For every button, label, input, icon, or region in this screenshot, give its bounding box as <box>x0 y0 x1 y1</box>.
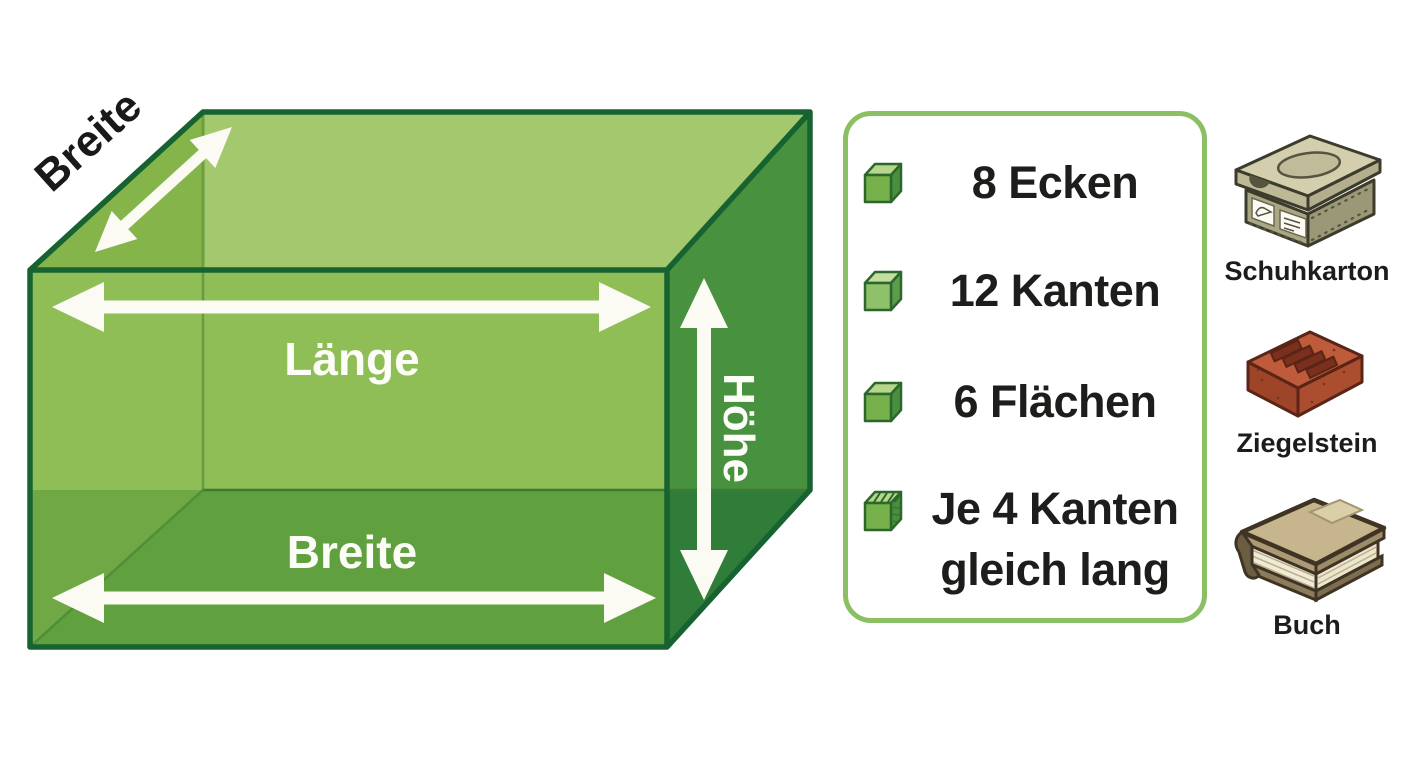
fact-label-line1: Je 4 Kanten <box>931 483 1179 534</box>
fact-label-kanten: 12 Kanten <box>949 265 1161 316</box>
cuboid-label-hoehe: Höhe <box>714 373 763 483</box>
cuboid-edges <box>27 109 813 650</box>
book-label: Buch <box>1273 610 1341 640</box>
cube-hatched-icon <box>863 490 903 532</box>
fact-row-gleiche-kanten: Je 4 Kanten gleich lang <box>860 478 1194 600</box>
fact-row-flaechen: 6 Flächen <box>860 375 1194 429</box>
fact-label-flaechen: 6 Flächen <box>953 376 1157 427</box>
cube-icon <box>863 162 903 204</box>
brick-illustration <box>1246 330 1364 418</box>
cuboid-label-laenge: Länge <box>284 333 419 385</box>
breite-bottom-arrow <box>52 573 656 623</box>
cube-icon <box>863 381 903 423</box>
cube-icon <box>863 270 903 312</box>
hoehe-arrow <box>680 278 728 600</box>
fact-row-kanten: 12 Kanten <box>860 264 1194 318</box>
breite-top-arrow <box>95 127 232 252</box>
brick-label: Ziegelstein <box>1236 428 1378 458</box>
fact-label-line2: gleich lang <box>940 544 1170 595</box>
fact-label-ecken: 8 Ecken <box>971 157 1139 208</box>
book-illustration <box>1234 497 1387 603</box>
shoebox-illustration <box>1234 134 1382 248</box>
shoebox-label: Schuhkarton <box>1224 256 1390 286</box>
laenge-arrow <box>52 282 651 332</box>
facts-panel: 8 Ecken 12 Kanten 6 Flächen <box>843 111 1207 623</box>
cuboid-label-breite-bottom: Breite <box>287 526 417 578</box>
fact-row-ecken: 8 Ecken <box>860 156 1194 210</box>
fact-label-gleiche-kanten: Je 4 Kanten gleich lang <box>916 478 1194 600</box>
